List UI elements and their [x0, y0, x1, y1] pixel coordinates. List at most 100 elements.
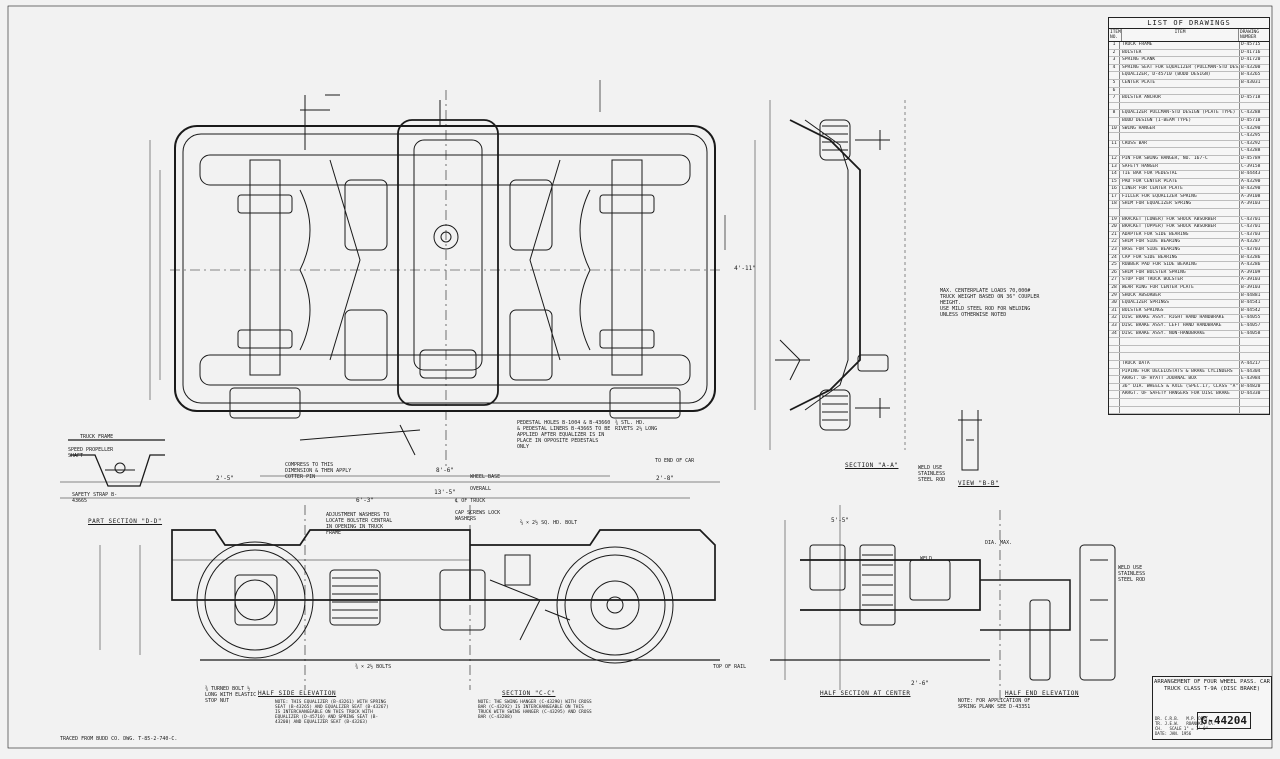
title-section-a-a: SECTION "A-A" [845, 462, 899, 469]
item-description [1120, 102, 1240, 110]
item-number [1109, 133, 1120, 140]
table-row [1109, 353, 1269, 361]
item-description [1120, 345, 1240, 353]
title-half-section-at-center: HALF SECTION AT CENTER [820, 690, 911, 697]
item-description [1120, 87, 1240, 95]
label-weld: WELD [920, 556, 933, 562]
item-description: BOLSTER SPRINGS [1120, 307, 1240, 315]
dim-height: 4'-11" [734, 265, 756, 272]
scale: SCALE 1" = 1'-0" [1169, 726, 1208, 731]
table-title: LIST OF DRAWINGS [1109, 18, 1269, 29]
dim-wheel-base: 8'-6" [436, 467, 454, 474]
drawing-number-cell: B-43200 [1241, 64, 1261, 70]
drawing-number-cell: D-45715 [1241, 42, 1261, 47]
drawing-number-cell: C-43701 [1241, 224, 1261, 230]
item-number: 25 [1109, 262, 1120, 269]
date: DATE: JAN. 1956 [1155, 731, 1192, 736]
drawing-number-cell: A-39103 [1241, 201, 1261, 207]
label-wheel-base: WHEEL BASE [470, 474, 501, 480]
label-overall: OVERALL [470, 486, 492, 492]
drawing-number-cell: E-44304 [1241, 368, 1261, 374]
item-number: 8 [1109, 110, 1120, 117]
item-description: TRUCK FRAME [1120, 42, 1240, 49]
item-number [1109, 406, 1120, 414]
traced-by: TR. J.E.W. [1155, 721, 1180, 726]
dim-elevation: 2'-6" [911, 680, 929, 687]
drawing-number-cell: A-43290 [1241, 178, 1261, 184]
drawing-number-cell [1240, 399, 1269, 406]
item-number [1109, 391, 1120, 398]
checked-by: CH. [1155, 726, 1163, 731]
item-description: ARRGT. OF HYATT JOURNAL BOX [1120, 376, 1240, 383]
list-of-drawings-table: LIST OF DRAWINGS ITEM NO. ITEM DRAWING N… [1108, 17, 1270, 416]
part-section-d-d [68, 439, 165, 487]
label-top-of-rail: TOP OF RAIL [713, 664, 747, 670]
table-row: 6 [1109, 87, 1269, 96]
drawing-number-cell: B-44542 [1241, 307, 1261, 313]
drawing-number-cell: B-44443 [1241, 171, 1261, 177]
label-to-end-of-car: TO END OF CAR [655, 458, 695, 464]
item-description: CROSS BAR [1120, 140, 1240, 148]
table-row [1109, 209, 1269, 217]
half-section-at-center [770, 505, 990, 690]
label-half-side-note: NOTE: THIS EQUALIZER (B-43261) WITH SPRI… [275, 700, 389, 725]
drawing-number-cell: D-44330 [1241, 391, 1261, 397]
table-row: BUDD DESIGN (I-BEAM TYPE)D-45710 [1109, 117, 1269, 126]
drawing-number-cell [1240, 353, 1269, 360]
item-number [1109, 368, 1120, 376]
item-number: 31 [1109, 307, 1120, 315]
item-description: DISC BRAKE ASSY. NON-HANDBRAKE [1120, 330, 1240, 338]
item-number: 13 [1109, 163, 1120, 171]
half-end-elevation [980, 510, 1116, 700]
item-description: SHIM FOR BOLSTER SPRING [1120, 269, 1240, 277]
plan-view [60, 80, 726, 499]
item-description: TIE BAR FOR PEDESTAL [1120, 171, 1240, 178]
dim-center: 6'-3" [356, 497, 374, 504]
item-description [1120, 353, 1240, 360]
section-c-c [439, 505, 716, 690]
item-description [1120, 338, 1240, 345]
item-description: SAFETY HANGER [1120, 163, 1240, 171]
drawing-number-cell: A-39109 [1241, 269, 1261, 275]
drawing-number-cell: C-43703 [1241, 231, 1261, 237]
drawing-number-cell: E-44057 [1241, 322, 1261, 328]
item-number: 15 [1109, 178, 1120, 186]
location: ROANOKE, VA. [1186, 721, 1216, 726]
label-note-spring-plank: NOTE: FOR APPLICATION OF SPRING PLANK SE… [958, 698, 1031, 710]
label-cap-screws: CAP SCREWS LOCK WASHERS [455, 510, 501, 522]
item-number: 34 [1109, 330, 1120, 338]
item-number: 22 [1109, 239, 1120, 247]
drawing-number-cell [1240, 103, 1269, 110]
item-number: 5 [1109, 79, 1120, 87]
label-turned-bolt: ¾ TURNED BOLT ½ LONG WITH ELASTIC STOP N… [205, 686, 257, 704]
item-description: DISC BRAKE ASSY. RIGHT HAND HANDBRAKE [1120, 315, 1240, 322]
item-description: 36" DIA. WHEELS & AXLE (SPEC.17, CLASS "… [1122, 383, 1240, 391]
drawing-number-cell [1240, 88, 1269, 95]
table-row [1109, 398, 1269, 407]
item-description: CENTER PLATE [1120, 79, 1240, 87]
item-description [1120, 133, 1240, 140]
item-description: FILLER FOR EQUALIZER SPRING [1120, 193, 1240, 201]
table-row: C-43288 [1109, 148, 1269, 156]
item-description: BUDD DESIGN (I-BEAM TYPE) [1120, 117, 1240, 125]
item-number: 24 [1109, 254, 1120, 262]
item-number: 14 [1109, 171, 1120, 178]
item-number: 27 [1109, 277, 1120, 284]
item-description [1120, 148, 1240, 155]
item-number: 32 [1109, 315, 1120, 322]
